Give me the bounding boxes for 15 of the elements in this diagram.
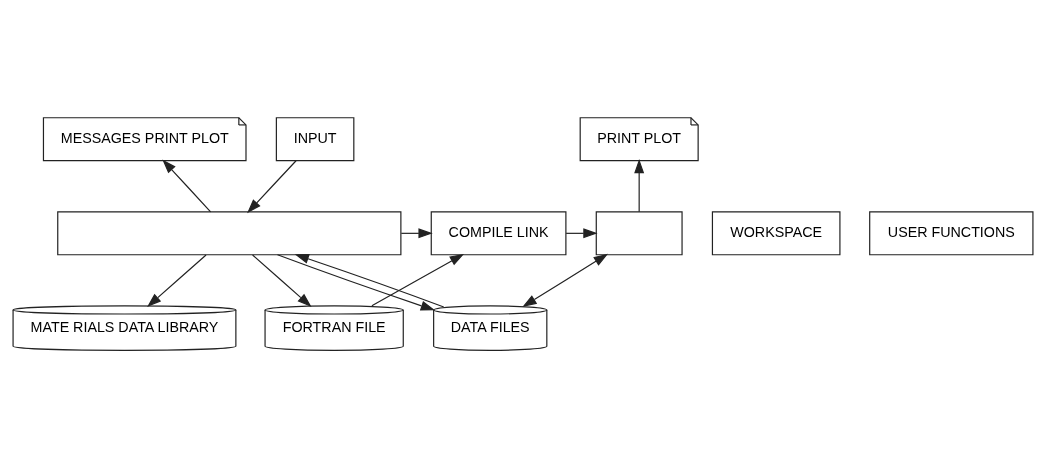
- arrow: [522, 253, 608, 307]
- arrow: [147, 254, 207, 307]
- node-box: INPUT: [275, 117, 355, 162]
- node-box: [595, 211, 683, 256]
- arrow: [294, 254, 445, 308]
- arrow: [247, 160, 297, 214]
- arrow: [371, 253, 465, 307]
- node-box: [57, 211, 402, 256]
- arrow: [162, 159, 212, 213]
- node-box: WORKSPACE: [711, 211, 841, 256]
- node-box: COMPILE LINK: [430, 211, 567, 256]
- node-box: USER FUNCTIONS: [869, 211, 1034, 256]
- arrow: [276, 254, 435, 311]
- arrow: [634, 158, 645, 213]
- arrow: [252, 254, 312, 307]
